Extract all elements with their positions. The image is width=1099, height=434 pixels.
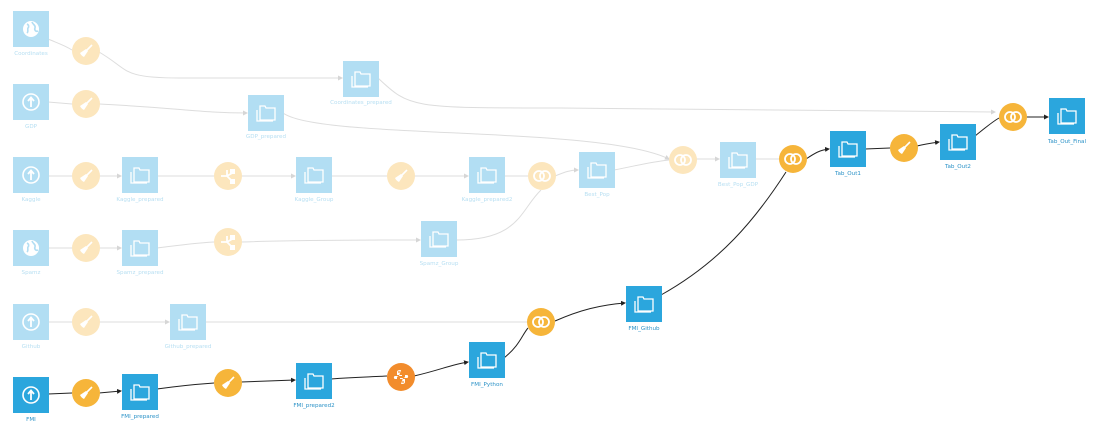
dataset-label: Coordinates_prepared <box>330 100 392 106</box>
folder-icon[interactable] <box>579 152 615 188</box>
edge-active <box>503 327 529 359</box>
dataset-label: Kaggle_prepared2 <box>461 197 513 203</box>
edge <box>47 38 73 51</box>
upload-arrow-icon[interactable] <box>13 157 49 193</box>
upload-arrow-icon[interactable] <box>13 377 49 413</box>
folder-icon[interactable] <box>421 221 457 257</box>
dataset-label: Kaggle <box>21 197 41 203</box>
dataset-label: Tab_Out_Final <box>1047 139 1087 145</box>
dataset-label: FMI <box>26 417 36 423</box>
dataset-label: FMI_Github <box>628 326 660 332</box>
broom-icon[interactable] <box>72 234 100 262</box>
edge <box>613 159 670 171</box>
dataset-label: FMI_prepared2 <box>293 403 335 409</box>
broom-icon[interactable] <box>890 134 918 162</box>
dataset-label: Spamz_Group <box>419 261 459 267</box>
edge <box>455 189 542 241</box>
broom-icon[interactable] <box>72 37 100 65</box>
edge-active <box>974 117 1000 137</box>
dataset-label: Best_Pop_GDP <box>717 182 759 188</box>
folder-icon[interactable] <box>122 157 158 193</box>
edge-active <box>156 382 215 390</box>
dataset-label: Github <box>21 344 41 350</box>
broom-icon[interactable] <box>72 90 100 118</box>
dataset-label: FMI_prepared <box>121 414 159 420</box>
broom-icon[interactable] <box>214 369 242 397</box>
dataset-label: Github_prepared <box>164 344 212 350</box>
edge <box>240 237 421 243</box>
edge <box>156 241 215 249</box>
dataset-label: FMI_Python <box>471 382 503 388</box>
edge-active <box>805 146 830 160</box>
interlocking-rings-icon[interactable] <box>999 103 1027 131</box>
dataset-label: Tab_Out1 <box>835 171 861 177</box>
edge-active <box>916 140 940 147</box>
folder-icon[interactable] <box>296 157 332 193</box>
globe-icon[interactable] <box>13 230 49 266</box>
dataset-label: Tab_Out2 <box>945 164 971 170</box>
folder-icon[interactable] <box>626 286 662 322</box>
folder-icon[interactable] <box>296 363 332 399</box>
dataset-label: Kaggle_prepared <box>116 197 164 203</box>
globe-icon[interactable] <box>13 11 49 47</box>
folder-icon[interactable] <box>343 61 379 97</box>
edge-active <box>554 300 626 322</box>
folder-icon[interactable] <box>1049 98 1085 134</box>
dataset-label: Best_Pop <box>584 192 610 198</box>
folder-icon[interactable] <box>170 304 206 340</box>
edge-active <box>660 171 787 296</box>
dataset-label: Kaggle_Group <box>294 197 334 203</box>
broom-icon[interactable] <box>72 308 100 336</box>
edge-active <box>98 388 122 394</box>
python-logo-icon[interactable] <box>387 363 415 391</box>
dataset-label: Spamz <box>21 270 41 276</box>
folder-icon[interactable] <box>469 157 505 193</box>
broom-icon[interactable] <box>72 162 100 190</box>
edge <box>377 77 996 115</box>
edge <box>98 51 343 81</box>
dataset-label: GDP <box>24 124 37 130</box>
folder-icon[interactable] <box>720 142 756 178</box>
folder-icon[interactable] <box>248 95 284 131</box>
folder-icon[interactable] <box>940 124 976 160</box>
group-split-icon[interactable] <box>214 162 242 190</box>
edge-active <box>240 377 296 383</box>
folder-icon[interactable] <box>122 374 158 410</box>
interlocking-rings-icon[interactable] <box>779 145 807 173</box>
interlocking-rings-icon[interactable] <box>528 162 556 190</box>
edge <box>282 112 670 160</box>
broom-icon[interactable] <box>387 162 415 190</box>
dataset-label: Spamz_prepared <box>116 270 164 276</box>
upload-arrow-icon[interactable] <box>13 84 49 120</box>
edge <box>554 167 579 177</box>
upload-arrow-icon[interactable] <box>13 304 49 340</box>
folder-icon[interactable] <box>830 131 866 167</box>
folder-icon[interactable] <box>469 342 505 378</box>
interlocking-rings-icon[interactable] <box>669 146 697 174</box>
folder-icon[interactable] <box>122 230 158 266</box>
edge-active <box>413 360 469 377</box>
dataset-label: Coordinates <box>14 51 48 57</box>
edge <box>98 103 248 116</box>
group-split-icon[interactable] <box>214 228 242 256</box>
edge-active <box>47 392 73 395</box>
interlocking-rings-icon[interactable] <box>527 308 555 336</box>
edge-active <box>330 375 388 380</box>
edge-active <box>864 147 891 150</box>
dataset-label: GDP_prepared <box>245 134 287 140</box>
edge <box>47 101 73 105</box>
broom-icon[interactable] <box>72 379 100 407</box>
